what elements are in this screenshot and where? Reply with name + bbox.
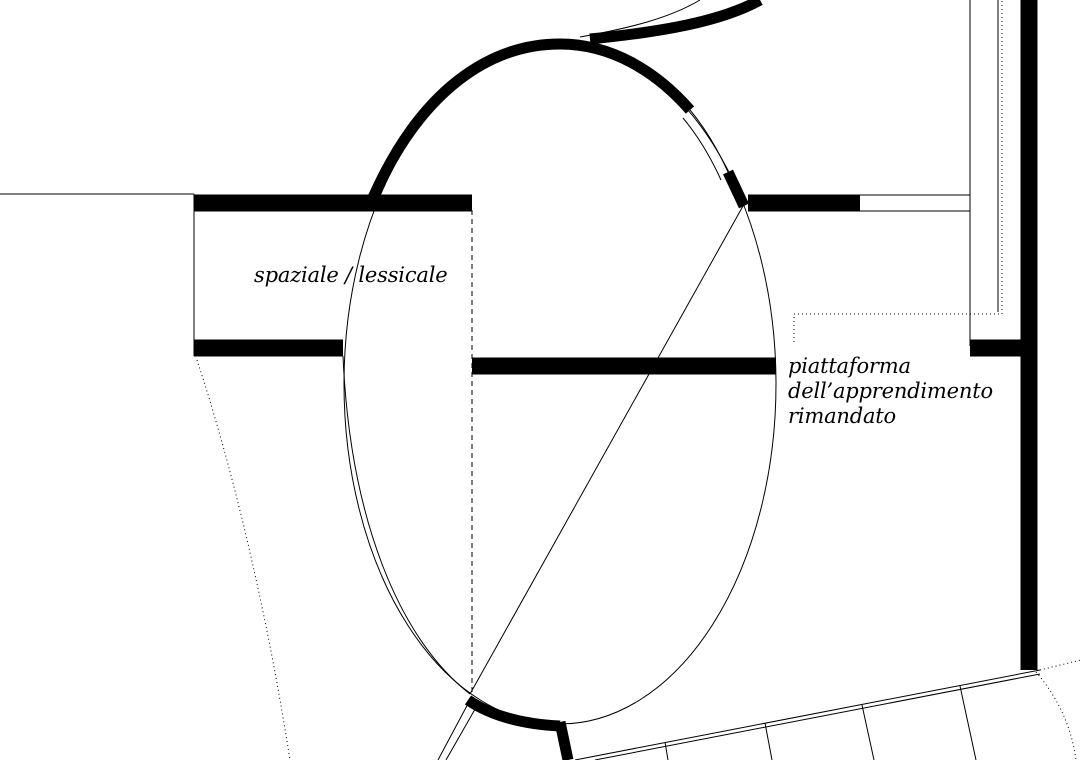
stair-dotted-top xyxy=(1039,659,1081,671)
label-piattaforma-line2: dell’apprendimento xyxy=(788,379,993,403)
ellipse-wall-top-left xyxy=(366,38,695,203)
ellipse-window-inner xyxy=(682,117,722,181)
label-piattaforma-line1: piattaforma xyxy=(788,354,911,378)
stair-tread-3 xyxy=(861,704,875,760)
stair-edge-top xyxy=(574,669,1041,760)
stair-dotted-curve xyxy=(1035,671,1077,760)
right-dotted-path xyxy=(793,0,1003,342)
ellipse-window xyxy=(689,109,729,173)
ellipse-wall-bottom xyxy=(464,695,561,732)
label-piattaforma-line3: rimandato xyxy=(788,404,896,428)
wall-bottom-vertical xyxy=(554,720,574,760)
ramp-edge-1 xyxy=(437,699,471,760)
diagonal-line xyxy=(469,205,744,695)
label-piattaforma-apprendimento: piattaforma dell’apprendimento rimandato xyxy=(788,354,993,429)
stair-tread-1 xyxy=(664,741,669,760)
stair-tread-4 xyxy=(959,685,977,760)
left-curved-boundary xyxy=(342,355,471,695)
left-dotted-line xyxy=(196,359,291,760)
upper-curved-wall-thin xyxy=(579,0,701,38)
upper-curved-wall-thick xyxy=(589,0,763,45)
stair-edge-bottom xyxy=(594,673,1041,760)
label-spaziale-lessicale: spaziale / lessicale xyxy=(254,263,448,287)
stair-tread-2 xyxy=(764,722,773,760)
stairs xyxy=(574,659,1081,760)
ramp-edge-2 xyxy=(445,703,479,760)
ellipse-wall-right-short xyxy=(723,169,749,209)
